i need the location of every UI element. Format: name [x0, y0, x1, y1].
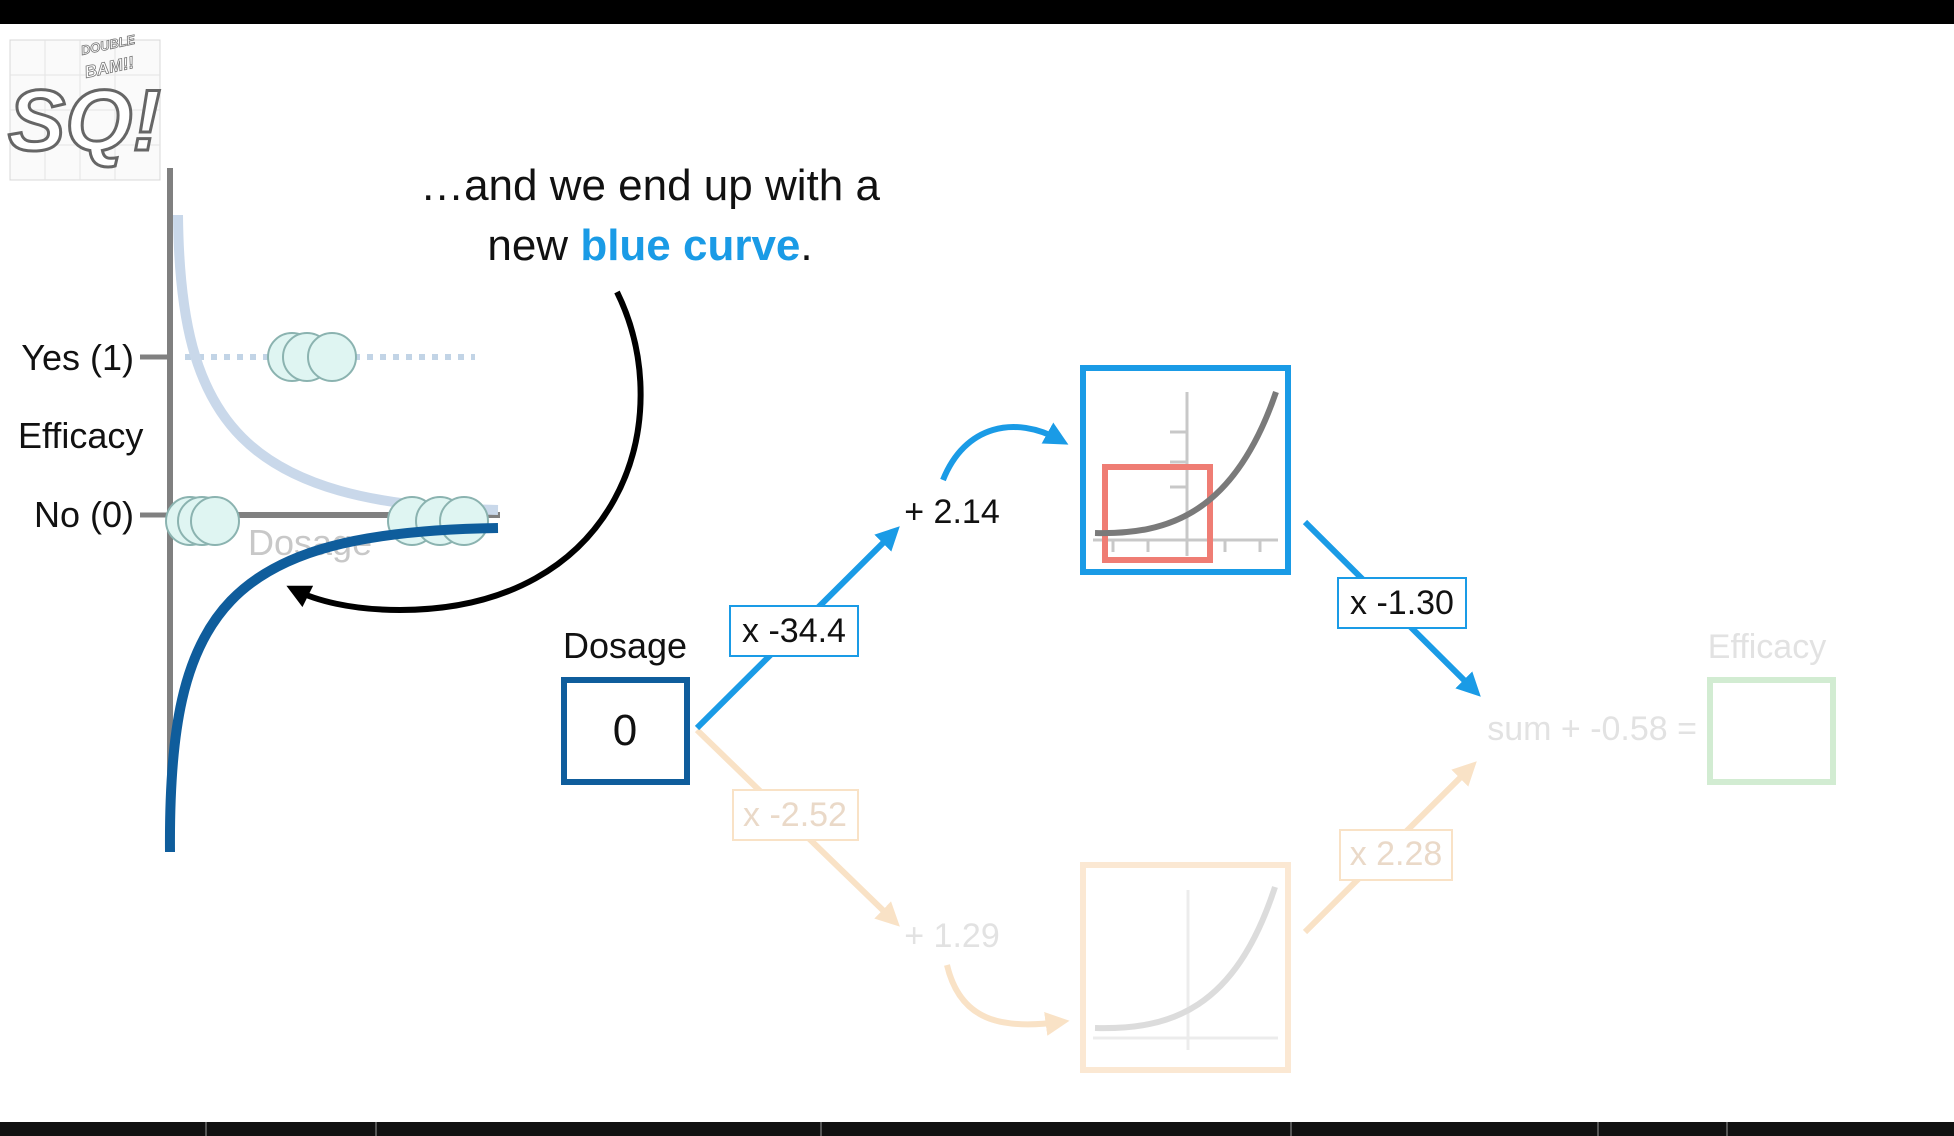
- sum-label: sum + -0.58 =: [1487, 710, 1697, 748]
- bottom-activation-box: [1080, 862, 1291, 1073]
- top-out-weight-label: x -1.30: [1350, 584, 1454, 622]
- video-bottom-bar: [0, 1122, 1954, 1136]
- blue-curve: [164, 523, 499, 853]
- caption-prefix: new: [487, 221, 580, 270]
- top-weight-label: x -34.4: [742, 612, 846, 650]
- top-bias-arrow: [940, 422, 1069, 482]
- top-weight-box: [729, 605, 859, 657]
- output-box: [1707, 677, 1836, 785]
- input-box: [561, 677, 690, 785]
- output-node: sum + -0.58 = Efficacy: [1487, 628, 1836, 785]
- efficacy-graph: Yes (1) Efficacy No (0) Dosage: [18, 168, 500, 853]
- y-tick-yes-label: Yes (1): [21, 337, 134, 378]
- video-top-bar: [0, 0, 1954, 24]
- y-axis-label: Efficacy: [18, 415, 143, 456]
- bottom-activation-curve: [1094, 886, 1278, 1032]
- bottom-weight-box: [732, 789, 859, 841]
- bottom-bias-label: + 1.29: [904, 917, 999, 955]
- caption-suffix: .: [800, 221, 812, 270]
- top-bias-label: + 2.14: [904, 493, 999, 531]
- caption-line-2: new blue curve.: [487, 221, 812, 270]
- caption-highlight: blue curve: [580, 221, 800, 270]
- output-label: Efficacy: [1708, 628, 1826, 666]
- logo-letters: SQ!: [8, 73, 161, 169]
- top-node-path: x -34.4 + 2.14 x -1.30: [694, 365, 1481, 731]
- statquest-logo: SQ! DOUBLE BAM!!: [7, 31, 162, 181]
- bottom-weight-label: x -2.52: [743, 796, 847, 834]
- caption-arrow: [286, 290, 644, 614]
- top-activation-curve: [1094, 391, 1279, 537]
- top-out-weight-box: [1337, 577, 1467, 629]
- data-points-yes: [267, 332, 357, 382]
- bottom-out-weight-box: [1339, 829, 1453, 881]
- focus-region: [1102, 464, 1213, 563]
- input-value: 0: [613, 706, 637, 755]
- input-label: Dosage: [563, 625, 687, 666]
- data-points-no-low: [165, 496, 240, 546]
- bottom-out-weight-label: x 2.28: [1350, 835, 1443, 873]
- bottom-node-path: x -2.52 + 1.29 x 2.28: [694, 727, 1477, 1073]
- y-tick-no-label: No (0): [34, 494, 134, 535]
- caption-line-1: …and we end up with a: [420, 161, 880, 210]
- input-node: Dosage 0: [561, 625, 690, 785]
